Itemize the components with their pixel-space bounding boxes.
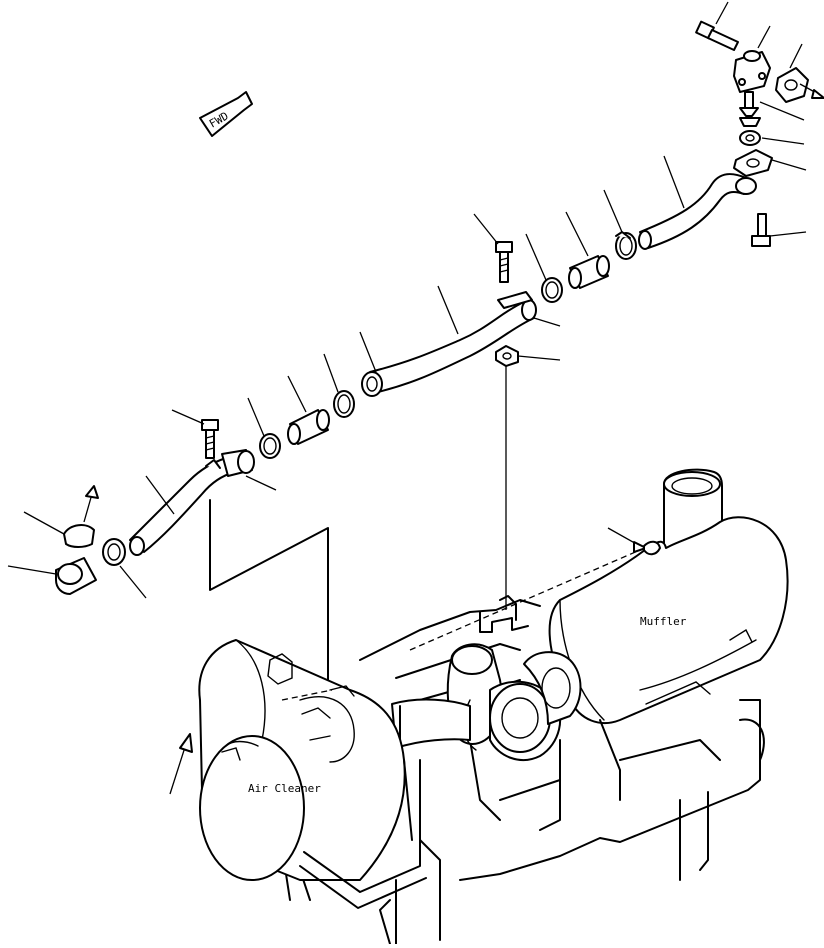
upper-flange-assembly [695, 1, 824, 247]
left-bolt [171, 409, 219, 459]
air-cleaner-label: Air Cleaner [248, 782, 321, 795]
fwd-arrow-icon: FWD [199, 91, 253, 137]
exhaust-pipe-lower [129, 449, 277, 556]
muffler: Muffler [548, 468, 789, 725]
intake-arrow-icon [169, 733, 193, 795]
rain-cap [7, 557, 97, 595]
flange-bolt-lower [751, 213, 771, 247]
air-cleaner: Air Cleaner [198, 639, 427, 909]
hose-clamp-3 [323, 353, 355, 418]
washer-top [739, 130, 761, 146]
rubber-hose-2 [287, 375, 330, 445]
turbocharger [446, 643, 582, 761]
gasket-middle [733, 149, 773, 177]
muffler-dashed-leader [409, 549, 641, 651]
hose-clamp-1 [603, 189, 637, 260]
exhaust-pipe-middle [359, 285, 561, 397]
exhaust-pipe-upper [638, 155, 757, 250]
support-bracket [209, 499, 329, 691]
hose-clamp-2 [525, 233, 563, 303]
hose-clamp-4 [247, 397, 281, 459]
center-nut [495, 345, 561, 367]
intake-duct [391, 698, 471, 749]
muffler-label: Muffler [640, 615, 687, 628]
hose-clamp-6 [23, 485, 99, 548]
rubber-hose-1 [565, 211, 610, 289]
fitting-stud [739, 91, 761, 127]
center-bolt [473, 213, 513, 283]
hose-clamp-5 [102, 538, 147, 599]
gasket-top [775, 67, 809, 103]
flange-bolt [695, 20, 739, 51]
elbow-flange [733, 50, 771, 93]
